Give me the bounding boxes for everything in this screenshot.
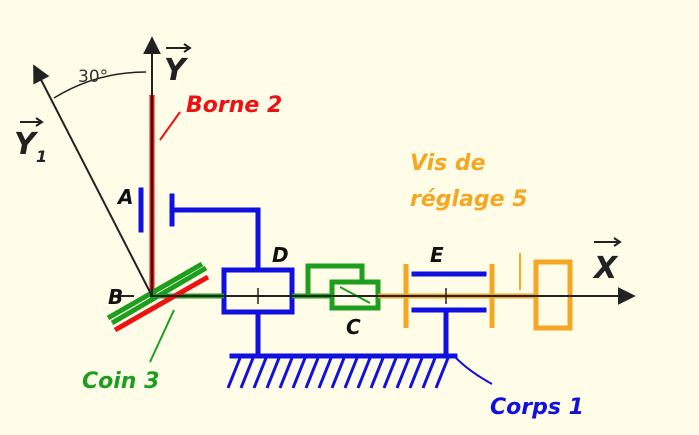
x-axis-label: X <box>592 251 619 286</box>
y1-axis-subscript: 1 <box>36 147 47 166</box>
borne-label: Borne 2 <box>186 93 282 118</box>
axes <box>33 36 636 305</box>
y1-label-group: Y 1 <box>14 117 47 166</box>
vis-part <box>378 253 573 331</box>
coin-leader <box>149 309 175 363</box>
y-axis-label: Y <box>164 53 189 88</box>
point-b-label: B <box>108 285 123 309</box>
ground-hatching <box>226 357 450 389</box>
coin-label: Coin 3 <box>82 369 159 394</box>
point-a-label: A <box>116 185 133 209</box>
point-c-label: C <box>346 315 361 339</box>
y1-axis-label: Y <box>14 127 39 162</box>
point-e-label: E <box>430 243 444 267</box>
y1-axis <box>33 64 153 297</box>
y-label-group: Y <box>164 43 192 88</box>
corps-label: Corps 1 <box>490 395 584 420</box>
angle-arc <box>53 71 147 99</box>
corps-frame <box>138 187 487 359</box>
vis-label-line1: Vis de <box>410 151 486 176</box>
x-label-group: X <box>592 237 622 286</box>
coin-wedge-face <box>106 261 204 321</box>
corps-leader <box>455 357 493 385</box>
vis-label-line2: réglage 5 <box>410 187 528 212</box>
point-d-label: D <box>272 243 289 267</box>
angle-label: 30° <box>78 67 108 87</box>
